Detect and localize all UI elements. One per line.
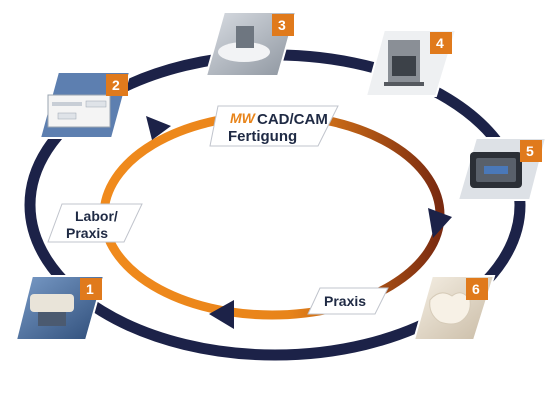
step-2-number: 2 (112, 77, 120, 93)
arrow-bottom-icon (209, 300, 234, 329)
crown-photo (429, 292, 471, 325)
step-4-number: 4 (436, 35, 444, 51)
labor-label: Labor/ (75, 208, 118, 224)
praxis-bottom-label-box: Praxis (307, 287, 389, 315)
labor-praxis-label-box: Labor/ Praxis (47, 203, 143, 243)
mw-logo: MW (230, 110, 257, 126)
step-5-card: 5 (456, 137, 548, 201)
step-6-number: 6 (472, 281, 480, 297)
step-5-number: 5 (526, 143, 534, 159)
step-5-badge (520, 140, 542, 162)
cadcam-label: CAD/CAM (257, 111, 328, 128)
step-3-number: 3 (278, 17, 286, 33)
dental-model-photo (30, 294, 74, 312)
step-6-card: 6 (412, 275, 496, 341)
step-6-badge (466, 278, 488, 300)
arrow-top-left-icon (146, 116, 171, 140)
praxis-bottom-label: Praxis (324, 293, 366, 309)
arrow-right-icon (428, 208, 452, 238)
step-2-card: 2 (38, 71, 132, 139)
step-1-card: 1 (14, 275, 106, 341)
step-1-number: 1 (86, 281, 94, 297)
step-4-badge (430, 32, 452, 54)
praxis-left-label: Praxis (66, 225, 108, 241)
step-4-card: 4 (364, 29, 458, 97)
step-3-card: 3 (204, 11, 298, 77)
step-3-badge (272, 14, 294, 36)
fertigung-label: Fertigung (228, 128, 297, 145)
step-2-badge (106, 74, 128, 96)
software-dialog-screenshot (47, 94, 111, 128)
cadcam-label-box: MW CAD/CAM Fertigung (209, 105, 339, 147)
step-1-badge (80, 278, 102, 300)
